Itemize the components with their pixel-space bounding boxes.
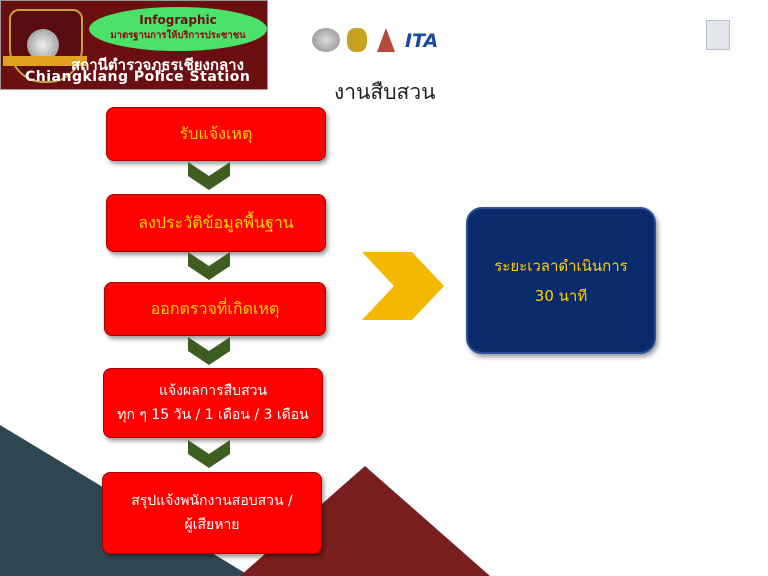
police-shield-logo xyxy=(9,9,83,83)
flow-step-5: สรุปแจ้งพนักงานสอบสวน / ผู้เสียหาย xyxy=(102,472,322,554)
station-name-english: Chiangklang Police Station xyxy=(25,69,251,85)
flow-step-3: ออกตรวจที่เกิดเหตุ xyxy=(104,282,326,336)
flow-step-1: รับแจ้งเหตุ xyxy=(106,107,326,161)
duration-value: 30 นาที xyxy=(534,286,588,305)
step-text: รับแจ้งเหตุ xyxy=(179,123,253,143)
badge-title: Infographic xyxy=(139,13,217,27)
flow-step-2: ลงประวัติข้อมูลพื้นฐาน xyxy=(106,194,326,252)
police-emblem-icon xyxy=(312,28,340,52)
step-text: ผู้เสียหาย xyxy=(184,517,240,533)
duration-box: ระยะเวลาดำเนินการ 30 นาที xyxy=(466,207,656,354)
station-banner: Infographic มาตรฐานการให้บริการประชาชน ส… xyxy=(0,0,268,90)
page-title: งานสืบสวน xyxy=(334,80,436,104)
ita-logo: ITA xyxy=(405,30,439,52)
document-icon[interactable] xyxy=(706,20,730,50)
chevron-down-icon xyxy=(188,440,230,468)
badge-subtitle: มาตรฐานการให้บริการประชาชน xyxy=(110,30,246,41)
step-text: ลงประวัติข้อมูลพื้นฐาน xyxy=(138,212,294,232)
step-text: ทุก ๆ 15 วัน / 1 เดือน / 3 เดือน xyxy=(117,407,309,423)
chevron-right-icon xyxy=(362,252,444,320)
chevron-down-icon xyxy=(188,337,230,365)
ribbon xyxy=(3,56,87,66)
infographic-badge: Infographic มาตรฐานการให้บริการประชาชน xyxy=(89,7,267,51)
thai-emblem-icon xyxy=(347,28,367,52)
duration-label: ระยะเวลาดำเนินการ xyxy=(494,256,628,275)
station-name-thai: สถานีตำรวจภูธรเชียงกลาง xyxy=(71,56,244,74)
chevron-down-icon xyxy=(188,252,230,280)
temple-emblem-icon xyxy=(377,28,395,52)
police-emblem-icon xyxy=(27,29,59,61)
step-text: ออกตรวจที่เกิดเหตุ xyxy=(150,298,280,318)
step-text: สรุปแจ้งพนักงานสอบสวน / xyxy=(131,493,293,509)
step-text: แจ้งผลการสืบสวน xyxy=(158,383,268,399)
flow-step-4: แจ้งผลการสืบสวนทุก ๆ 15 วัน / 1 เดือน / … xyxy=(103,368,323,438)
chevron-down-icon xyxy=(188,162,230,190)
